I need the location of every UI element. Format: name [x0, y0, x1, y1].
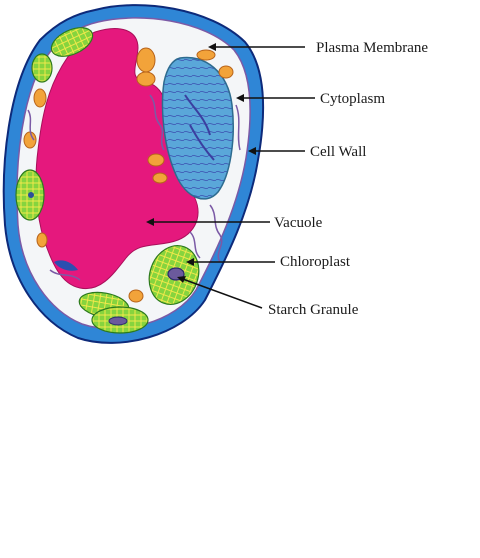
endoplasmic-reticulum [27, 94, 241, 281]
mitochondrion [196, 49, 216, 61]
label-cytoplasm: Cytoplasm [320, 91, 385, 107]
pointer-arrowheads [146, 43, 256, 283]
mitochondrion [136, 47, 156, 73]
chloroplast-top-left [50, 27, 94, 57]
label-vacuole: Vacuole [274, 215, 323, 231]
chloroplast-starch-small [108, 316, 128, 326]
arrowhead [248, 147, 256, 155]
arrowhead [208, 43, 216, 51]
arrowhead [177, 276, 186, 283]
mitochondrion [152, 172, 168, 184]
mitochondrion [128, 289, 144, 303]
mitochondrion [36, 232, 48, 248]
label-chloroplast: Chloroplast [280, 254, 351, 270]
pointer-starch-granule [179, 277, 263, 309]
mitochondrion [136, 71, 156, 87]
nucleus [161, 56, 234, 200]
mitochondrion [218, 65, 234, 79]
arrowhead [236, 94, 244, 102]
chloroplast-left-granule [28, 192, 34, 198]
vesicle [54, 260, 78, 271]
label-plasma-membrane: Plasma Membrane [316, 40, 428, 56]
mitochondrion [23, 131, 37, 149]
nucleolus-strands [184, 94, 215, 161]
mitochondrion [147, 153, 165, 167]
arrowhead [146, 218, 154, 226]
chloroplast-upper-left [31, 53, 53, 83]
mitochondrion [33, 88, 47, 108]
label-cell-wall: Cell Wall [310, 144, 366, 160]
pointer-lines [150, 46, 315, 309]
label-starch-granule: Starch Granule [268, 302, 359, 318]
arrowhead [186, 258, 194, 266]
